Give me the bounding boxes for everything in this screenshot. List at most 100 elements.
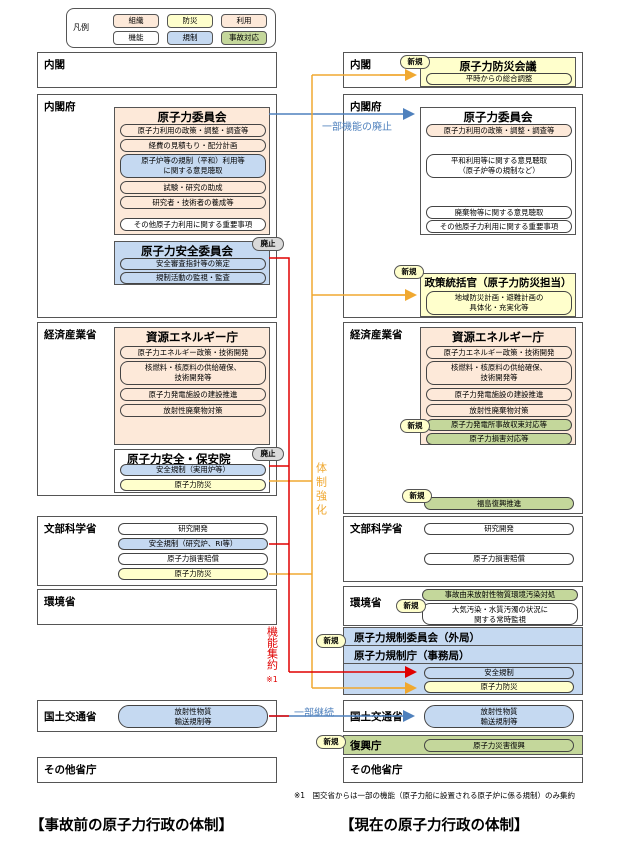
right-aec-item: 原子力利用の政策・調整・調査等 (426, 124, 572, 137)
right-council-panel: 原子力防災会議 平時からの総合調整 (420, 57, 576, 87)
right-council-item: 平時からの総合調整 (426, 73, 572, 85)
caption-left: 【事故前の原子力行政の体制】 (30, 818, 233, 834)
abolish-badge: 廃止 (252, 447, 284, 461)
label-function-consolidate-text: 機能集約 (265, 626, 279, 670)
right-cabinet-label: 内閣 (350, 59, 371, 71)
label-partial-continue: 一部継続 (294, 708, 334, 719)
new-badge: 新規 (394, 265, 424, 279)
left-aec-item: その他原子力利用に関する重要事項 (120, 218, 266, 231)
right-anre-item: 原子力発電所事故収束対応等 (426, 419, 572, 431)
right-mext-item: 原子力損害賠償 (424, 553, 574, 565)
right-anre-panel: 資源エネルギー庁 原子力エネルギー政策・技術開発 核燃料・核原料の供給確保、 技… (420, 327, 576, 445)
right-nra: 原子力規制委員会（外局） 原子力規制庁（事務局） 安全規制 原子力防災 (343, 627, 583, 695)
right-others: その他省庁 (343, 757, 583, 783)
new-badge: 新規 (400, 55, 430, 69)
legend-item-disaster: 防災 (167, 14, 213, 28)
label-partial-abolish: 一部機能の廃止 (322, 122, 392, 133)
right-aec-panel: 原子力委員会 原子力利用の政策・調整・調査等 平和利用等に関する意見聴取 （原子… (420, 107, 576, 235)
left-aec-item: 研究者・技術者の養成等 (120, 196, 266, 209)
left-mext-item: 原子力損害賠償 (118, 553, 268, 565)
left-others: その他省庁 (37, 757, 277, 783)
left-nisa-item: 安全規制（実用炉等） (120, 464, 266, 476)
left-aec-item: 経費の見積もり・配分計画 (120, 139, 266, 152)
divider (344, 645, 582, 646)
right-anre-item: 核燃料・核原料の供給確保、 技術開発等 (426, 361, 572, 385)
abolish-badge: 廃止 (252, 237, 284, 251)
label-function-consolidate: 機能集約 ※1 (264, 626, 280, 686)
left-anre-item: 放射性廃棄物対策 (120, 404, 266, 417)
legend-item-organization: 組織 (113, 14, 159, 28)
left-meti: 経済産業省 資源エネルギー庁 原子力エネルギー政策・技術開発 核燃料・核原料の供… (37, 322, 284, 496)
label-function-note: ※1 (266, 675, 278, 684)
left-mext-label: 文部科学省 (44, 523, 97, 535)
right-meti-label: 経済産業省 (350, 329, 403, 341)
left-nsc-item: 規制活動の監視・監査 (120, 272, 266, 284)
right-mext: 文部科学省 研究開発 原子力損害賠償 (343, 516, 583, 582)
right-nra-title2: 原子力規制庁（事務局） (354, 650, 470, 662)
right-moe: 環境省 事故由来放射性物質環境汚染対処 大気汚染・水質汚濁の状況に 関する常時監… (343, 586, 583, 626)
right-reconstruction-label: 復興庁 (350, 740, 382, 752)
right-mlit-label: 国土交通省 (350, 711, 403, 723)
left-cabinet-office: 内閣府 原子力委員会 原子力利用の政策・調整・調査等 経費の見積もり・配分計画 … (37, 94, 284, 318)
left-mext-item: 原子力防災 (118, 568, 268, 580)
right-anre-item: 原子力損害対応等 (426, 433, 572, 445)
new-badge: 新規 (316, 634, 346, 648)
left-mext-item: 安全規制（研究炉、RI等） (118, 538, 268, 550)
divider (344, 663, 582, 664)
new-badge: 新規 (402, 489, 432, 503)
right-reconstruction-item: 原子力災害復興 (424, 739, 574, 752)
right-moe-label: 環境省 (350, 597, 382, 609)
right-aec-item: 廃棄物等に関する意見聴取 (426, 206, 572, 219)
right-mext-item: 研究開発 (424, 523, 574, 535)
right-anre-item: 原子力発電施設の建設推進 (426, 388, 572, 401)
left-mext-item: 研究開発 (118, 523, 268, 535)
left-others-label: その他省庁 (44, 764, 97, 776)
left-nisa-title: 原子力安全・保安院 (127, 452, 231, 466)
right-reconstruction: 復興庁 原子力災害復興 (343, 735, 583, 755)
left-mlit-item: 放射性物質 輸送規制等 (118, 705, 268, 728)
left-aec-item: 原子炉等の規制（平和）利用等 に関する意見聴取 (120, 154, 266, 178)
legend-item-accident: 事故対応 (221, 31, 267, 45)
right-others-label: その他省庁 (350, 764, 403, 776)
left-nsc-title: 原子力安全委員会 (141, 244, 233, 258)
right-anre-item: 原子力エネルギー政策・技術開発 (426, 346, 572, 359)
left-aec-item: 試験・研究の助成 (120, 181, 266, 194)
right-disaster-item: 地域防災計画・避難計画の 具体化・充実化等 (426, 291, 572, 315)
right-meti: 経済産業省 資源エネルギー庁 原子力エネルギー政策・技術開発 核燃料・核原料の供… (343, 322, 583, 514)
label-system-strengthen: 体制強化 (314, 462, 328, 521)
left-cabinet-office-label: 内閣府 (44, 101, 76, 113)
left-meti-label: 経済産業省 (44, 329, 97, 341)
right-anre-item: 放射性廃棄物対策 (426, 404, 572, 417)
right-disaster-title: 政策統括官（原子力防災担当） (424, 277, 572, 289)
right-moe-item: 大気汚染・水質汚濁の状況に 関する常時監視 (422, 603, 578, 625)
arrow-function-consolidate (269, 257, 412, 717)
left-moe-label: 環境省 (44, 596, 76, 608)
left-mlit-label: 国土交通省 (44, 711, 97, 723)
legend-item-regulation: 規制 (167, 31, 213, 45)
left-nisa-item: 原子力防災 (120, 479, 266, 491)
left-moe: 環境省 (37, 589, 277, 625)
left-anre-title: 資源エネルギー庁 (146, 330, 238, 344)
new-badge: 新規 (400, 419, 430, 433)
left-aec-panel: 原子力委員会 原子力利用の政策・調整・調査等 経費の見積もり・配分計画 原子炉等… (114, 107, 270, 235)
arrow-system-strengthen (269, 74, 412, 689)
right-cabinet-office-label: 内閣府 (350, 101, 382, 113)
left-anre-item: 原子力エネルギー政策・技術開発 (120, 346, 266, 359)
right-fukushima-item: 福島復興推進 (424, 497, 574, 510)
right-nra-item: 原子力防災 (424, 681, 574, 693)
legend: 凡例 組織 防災 利用 機能 規制 事故対応 (66, 8, 276, 48)
left-anre-item: 核燃料・核原料の供給確保、 技術開発等 (120, 361, 266, 385)
right-council-title: 原子力防災会議 (459, 60, 537, 73)
left-aec-item: 原子力利用の政策・調整・調査等 (120, 124, 266, 137)
right-aec-item: 平和利用等に関する意見聴取 （原子炉等の規制など） (426, 154, 572, 178)
legend-item-use: 利用 (221, 14, 267, 28)
left-mext: 文部科学省 研究開発 安全規制（研究炉、RI等） 原子力損害賠償 原子力防災 (37, 516, 277, 586)
left-aec-title: 原子力委員会 (157, 110, 227, 124)
left-nisa-panel: 原子力安全・保安院 安全規制（実用炉等） 原子力防災 (114, 449, 270, 493)
right-cabinet-office: 内閣府 原子力委員会 原子力利用の政策・調整・調査等 平和利用等に関する意見聴取… (343, 94, 583, 318)
left-nsc-panel: 原子力安全委員会 安全審査指針等の策定 規制活動の監視・監査 (114, 241, 270, 285)
right-anre-title: 資源エネルギー庁 (452, 330, 544, 344)
legend-label: 凡例 (73, 23, 89, 32)
right-mlit-item: 放射性物質 輸送規制等 (424, 705, 574, 728)
